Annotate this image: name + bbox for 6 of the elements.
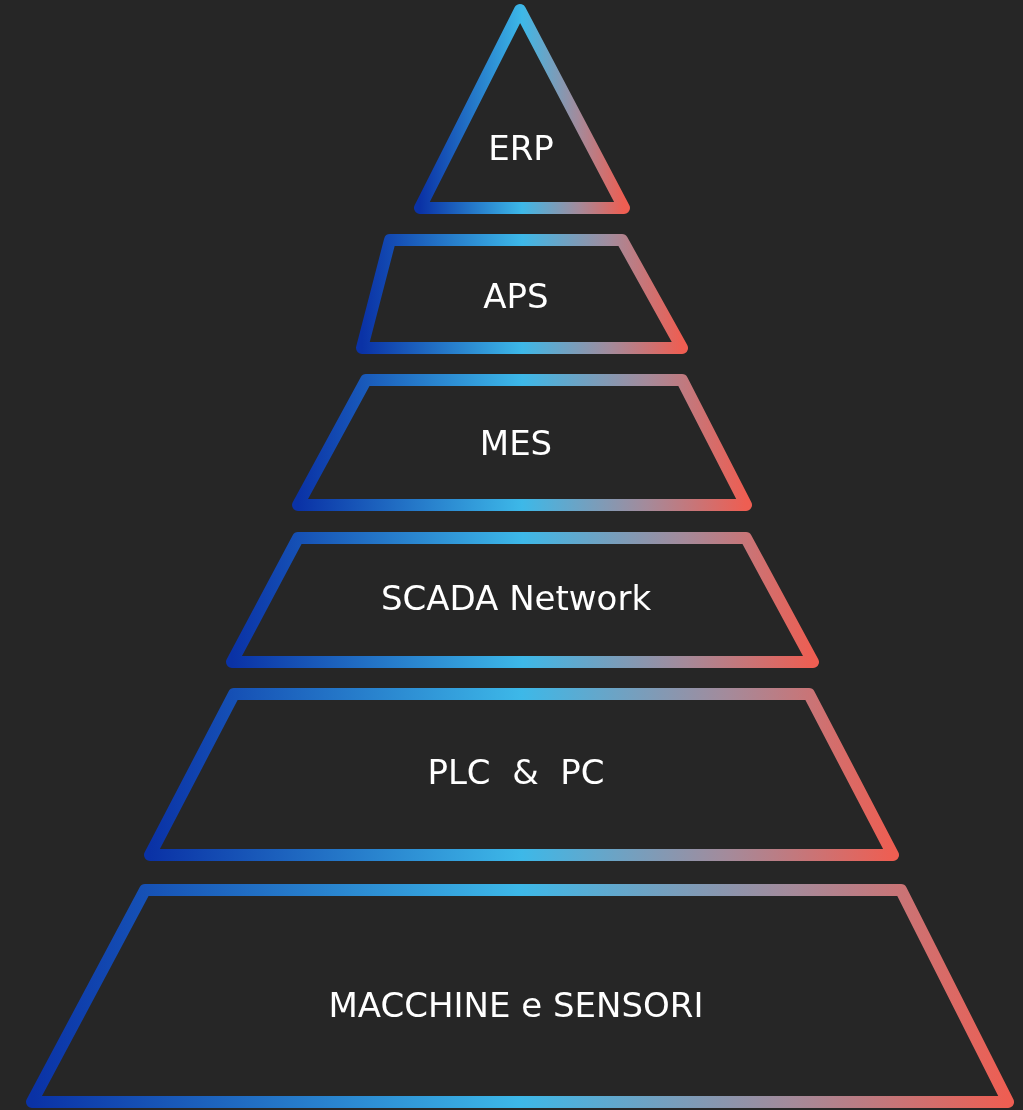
tier-label: SCADA Network — [380, 577, 652, 619]
tier-label: PLC & PC — [427, 751, 605, 793]
tier-label: ERP — [488, 127, 554, 169]
tier-label: MES — [479, 422, 553, 464]
tier-label: APS — [483, 275, 549, 317]
tier-label: MACCHINE e SENSORI — [328, 984, 704, 1026]
